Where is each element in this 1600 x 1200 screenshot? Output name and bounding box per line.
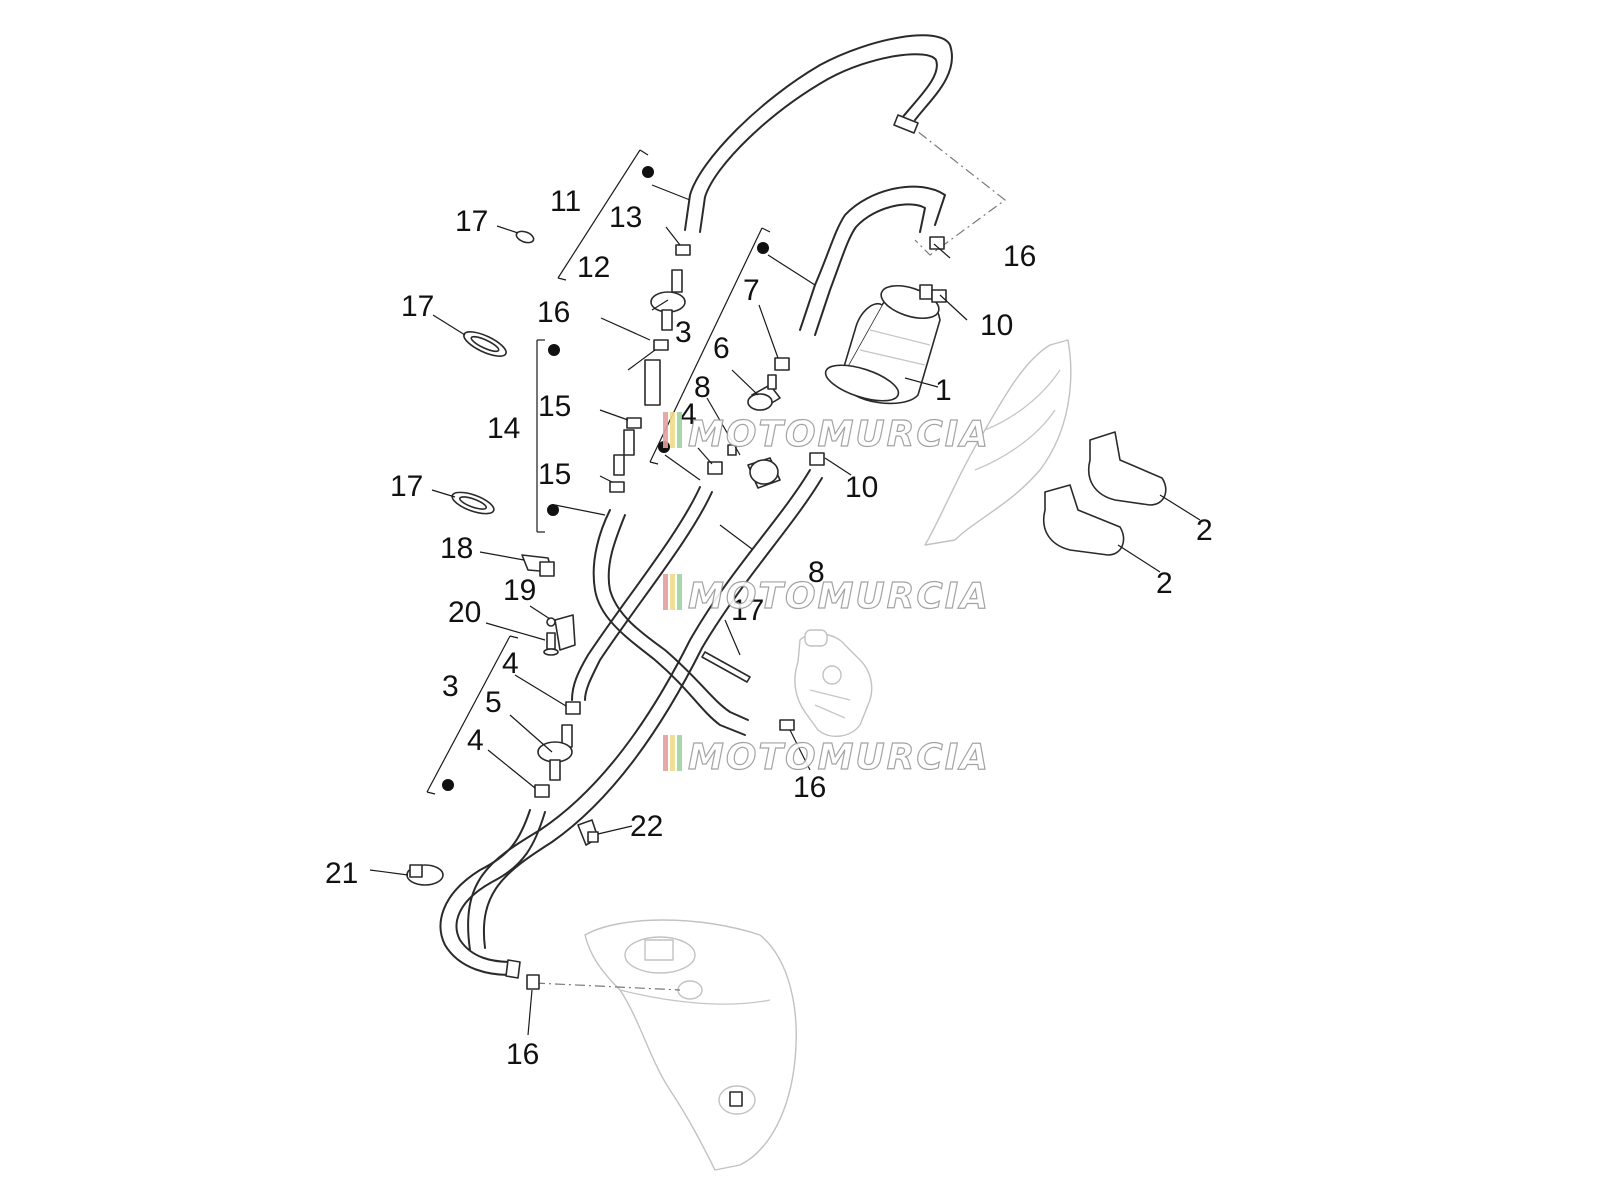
callout-4-upper: 4: [680, 398, 697, 431]
fuel-filter-5: [537, 724, 573, 781]
callout-16-left: 16: [537, 296, 570, 329]
callout-17-c: 17: [390, 470, 423, 503]
callout-7: 7: [743, 274, 760, 307]
fuel-filter-12: [650, 269, 686, 331]
fuel-tank-outline: [584, 919, 797, 1171]
callout-19: 19: [503, 574, 536, 607]
hose-left-long: [592, 509, 749, 736]
hose-7: [799, 185, 946, 336]
callout-21: 21: [325, 857, 358, 890]
callout-17-b: 17: [401, 290, 434, 323]
callout-13: 13: [609, 201, 642, 234]
bracket-3-upper: [649, 227, 771, 465]
band-17b: [463, 331, 507, 357]
band-17d: [701, 651, 751, 683]
callout-17-a: 17: [455, 205, 488, 238]
strap-2-lower: [1043, 484, 1125, 556]
callout-10-upper: 10: [980, 309, 1013, 342]
rear-panel-outline: [924, 339, 1072, 546]
callout-3-lower: 3: [442, 670, 459, 703]
fuel-pump-canister: [824, 284, 941, 405]
connector-16-lower: [779, 719, 795, 731]
callout-3-upper: 3: [675, 316, 692, 349]
callout-22: 22: [630, 810, 663, 843]
band-17c: [451, 491, 495, 515]
carburetor-outline: [794, 629, 873, 737]
callout-1: 1: [935, 374, 952, 407]
callout-8-lower: 8: [808, 556, 825, 589]
watermark-text-middle: MOTOMURCIA: [688, 576, 990, 617]
watermark-top: MOTOMURCIA: [663, 412, 990, 456]
connector-15: [613, 429, 635, 476]
callout-2-upper: 2: [1196, 514, 1213, 547]
callout-labels: 1 2 2 3 3 4 4 4 5 6 7 8 8 10 10 11 12 13…: [325, 185, 1213, 1071]
callout-16-right: 16: [1003, 240, 1036, 273]
bracket-11: [557, 149, 649, 281]
check-valve-6: [747, 374, 781, 411]
hose-bottom: [439, 809, 546, 979]
callout-5: 5: [485, 686, 502, 719]
callout-15-upper: 15: [538, 390, 571, 423]
watermark-text-top: MOTOMURCIA: [688, 414, 990, 455]
fitting-8: [747, 457, 781, 489]
dots: [442, 166, 769, 791]
screw-20: [543, 632, 559, 656]
callout-14: 14: [487, 412, 520, 445]
callout-6: 6: [713, 332, 730, 365]
callout-4-lower: 4: [467, 724, 484, 757]
callout-10-lower: 10: [845, 471, 878, 504]
watermark-middle: MOTOMURCIA: [663, 574, 990, 618]
connection-dash-top: [902, 119, 1006, 256]
strap-2-upper: [1088, 431, 1167, 506]
clip-18: [521, 554, 555, 577]
callout-12: 12: [577, 251, 610, 284]
callout-2-lower: 2: [1156, 567, 1173, 600]
clip-22: [577, 819, 599, 846]
callout-18: 18: [440, 532, 473, 565]
band-17a: [515, 230, 535, 244]
short-hose-14: [644, 359, 661, 406]
top-hose: [684, 34, 953, 233]
callout-15-lower: 15: [538, 458, 571, 491]
hose-right: [467, 469, 823, 951]
bracket-14: [536, 339, 545, 533]
hose-center: [571, 486, 713, 701]
callout-11: 11: [550, 185, 581, 218]
watermark-bottom: MOTOMURCIA: [663, 735, 990, 779]
callout-16-middle: 16: [793, 771, 826, 804]
callout-16-bottom: 16: [506, 1038, 539, 1071]
clamps: [526, 236, 947, 990]
callout-20: 20: [448, 596, 481, 629]
bracket-3-lower: [426, 635, 519, 795]
leader-lines: [369, 184, 1201, 1036]
callout-17-d: 17: [731, 594, 764, 627]
connection-dash-tank: [534, 982, 681, 991]
clip-19: [546, 614, 576, 651]
callout-8-upper: 8: [694, 371, 711, 404]
callout-4-mid: 4: [502, 647, 519, 680]
clamp-21: [406, 864, 444, 886]
watermark-text-bottom: MOTOMURCIA: [688, 737, 990, 778]
